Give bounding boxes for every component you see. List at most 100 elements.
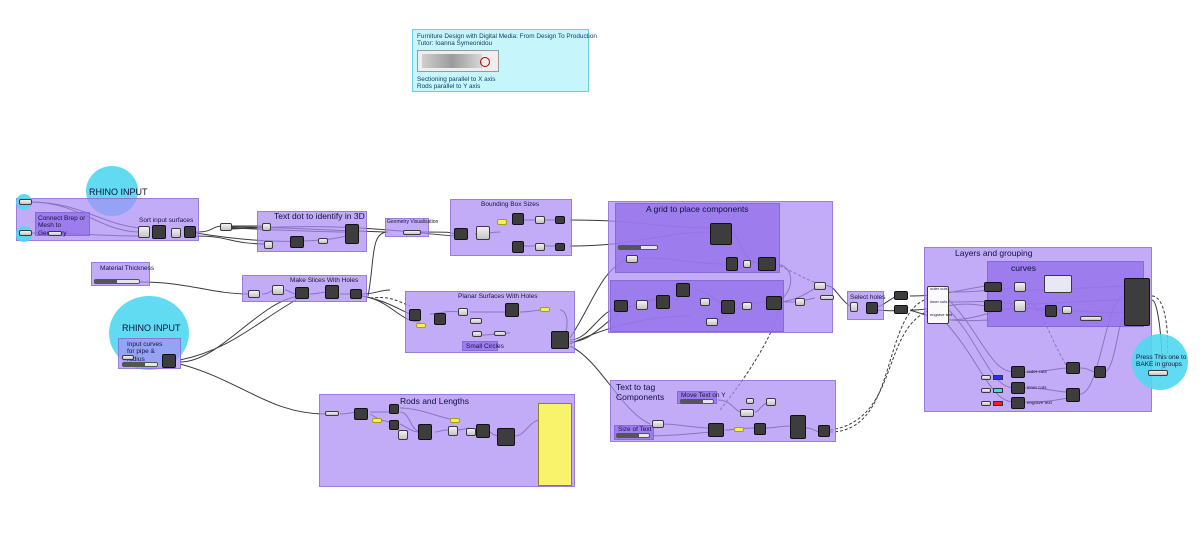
bake-component[interactable] bbox=[1124, 278, 1150, 326]
grid-node-i[interactable] bbox=[676, 283, 690, 297]
slices-node-c[interactable] bbox=[295, 287, 309, 299]
sort-component-b[interactable] bbox=[152, 225, 166, 239]
bbox-panel-a[interactable] bbox=[497, 219, 507, 225]
rods-panel-b[interactable] bbox=[450, 418, 460, 423]
pipe-node[interactable] bbox=[162, 354, 176, 368]
grid-node-p[interactable] bbox=[814, 282, 826, 290]
list-item-node[interactable] bbox=[220, 223, 232, 231]
grid-node-h[interactable] bbox=[656, 295, 670, 309]
swatch-blue[interactable] bbox=[993, 375, 1003, 380]
geometry-vis-param[interactable] bbox=[403, 230, 421, 235]
colour-param-a[interactable] bbox=[981, 375, 991, 380]
curve-param[interactable] bbox=[122, 355, 134, 360]
grid-node-n[interactable] bbox=[766, 296, 782, 310]
planar-node-b[interactable] bbox=[434, 313, 446, 325]
text-dot-component[interactable] bbox=[345, 224, 359, 244]
grid-node-l[interactable] bbox=[706, 318, 718, 326]
move-text-slider[interactable] bbox=[680, 399, 714, 404]
layers-node-e[interactable] bbox=[1045, 305, 1057, 317]
rods-node-b[interactable] bbox=[354, 408, 368, 420]
tag-panel-a[interactable] bbox=[734, 427, 744, 432]
material-thickness-slider[interactable] bbox=[94, 279, 140, 284]
bbox-node-e[interactable] bbox=[535, 216, 545, 224]
text-dot-node-c[interactable] bbox=[290, 236, 304, 248]
layers-note-panel[interactable] bbox=[1044, 275, 1072, 293]
slices-node-d[interactable] bbox=[325, 285, 339, 299]
layers-node-k[interactable] bbox=[1066, 362, 1080, 374]
planar-node-e[interactable] bbox=[505, 303, 519, 317]
grid-node-k[interactable] bbox=[721, 300, 735, 314]
planar-node-c[interactable] bbox=[458, 308, 468, 316]
grid-node-d[interactable] bbox=[743, 260, 751, 268]
bbox-node-f[interactable] bbox=[535, 243, 545, 251]
rods-group[interactable] bbox=[319, 394, 575, 487]
rods-node-d[interactable] bbox=[389, 420, 399, 430]
grid-node-o[interactable] bbox=[795, 298, 805, 306]
tag-node-g[interactable] bbox=[790, 415, 806, 439]
grid-node-f[interactable] bbox=[614, 300, 628, 312]
select-holes-node-a[interactable] bbox=[850, 302, 858, 312]
slices-node-a[interactable] bbox=[248, 290, 260, 298]
layers-node-l[interactable] bbox=[1066, 388, 1080, 402]
small-circles-node-b[interactable] bbox=[494, 331, 506, 336]
rods-node-h[interactable] bbox=[466, 428, 476, 436]
geometry-param[interactable] bbox=[48, 231, 62, 236]
tag-node-h[interactable] bbox=[818, 425, 830, 437]
layers-param-g[interactable] bbox=[1080, 316, 1102, 321]
rods-node-g[interactable] bbox=[448, 426, 458, 436]
grid-node-b[interactable] bbox=[710, 223, 732, 245]
layers-node-j[interactable] bbox=[1011, 397, 1025, 409]
tag-node-c[interactable] bbox=[740, 409, 754, 417]
bbox-node-g[interactable] bbox=[555, 216, 565, 224]
bbox-node-h[interactable] bbox=[555, 243, 565, 251]
select-holes-node-b[interactable] bbox=[866, 302, 878, 314]
layers-node-h[interactable] bbox=[1011, 366, 1025, 378]
planar-panel-b[interactable] bbox=[540, 307, 550, 312]
layers-node-d[interactable] bbox=[1014, 300, 1026, 312]
layers-node-c[interactable] bbox=[1014, 282, 1026, 292]
tag-node-d[interactable] bbox=[746, 398, 754, 404]
grid-node-q[interactable] bbox=[820, 295, 834, 300]
bbox-node-d[interactable] bbox=[512, 241, 524, 253]
grid-node-m[interactable] bbox=[742, 302, 752, 310]
dispatch-node-a[interactable] bbox=[894, 291, 908, 300]
layers-node-f[interactable] bbox=[1062, 306, 1072, 314]
grid-node-j[interactable] bbox=[700, 298, 710, 306]
sort-component-a[interactable] bbox=[138, 226, 150, 238]
size-text-slider[interactable] bbox=[616, 433, 650, 438]
slices-node-e[interactable] bbox=[350, 289, 362, 299]
swatch-red[interactable] bbox=[993, 401, 1003, 406]
rods-panel-a[interactable] bbox=[372, 418, 382, 423]
dispatch-node-b[interactable] bbox=[894, 305, 908, 314]
tag-node-f[interactable] bbox=[754, 423, 766, 435]
text-dot-node-d[interactable] bbox=[318, 238, 328, 244]
grid-node-c[interactable] bbox=[726, 257, 738, 271]
tag-node-b[interactable] bbox=[708, 423, 724, 437]
planar-node-d[interactable] bbox=[470, 318, 482, 324]
sort-component-c[interactable] bbox=[171, 228, 181, 238]
text-dot-node-b[interactable] bbox=[264, 241, 273, 249]
radius-slider[interactable] bbox=[122, 362, 158, 367]
rods-param-a[interactable] bbox=[325, 411, 339, 416]
colour-param-c[interactable] bbox=[981, 401, 991, 406]
swatch-cyan[interactable] bbox=[993, 388, 1003, 393]
bounding-box-group[interactable] bbox=[450, 199, 572, 256]
grid-slider[interactable] bbox=[618, 245, 658, 250]
rods-node-e[interactable] bbox=[398, 430, 408, 440]
grid-node-a[interactable] bbox=[626, 255, 638, 263]
sort-component-d[interactable] bbox=[184, 226, 196, 238]
rods-node-f[interactable] bbox=[418, 424, 432, 440]
rods-node-j[interactable] bbox=[497, 428, 515, 446]
rods-lengths-panel[interactable] bbox=[538, 403, 572, 486]
layer-names-panel[interactable] bbox=[927, 286, 949, 324]
layers-node-a[interactable] bbox=[984, 282, 1002, 292]
layers-node-i[interactable] bbox=[1011, 382, 1025, 394]
brep-param[interactable] bbox=[19, 199, 32, 205]
bake-toggle[interactable] bbox=[1148, 370, 1168, 376]
grid-node-g[interactable] bbox=[636, 300, 648, 310]
slices-node-b[interactable] bbox=[272, 285, 284, 295]
tag-node-e[interactable] bbox=[766, 398, 776, 406]
planar-panel-a[interactable] bbox=[416, 323, 426, 328]
planar-node-f[interactable] bbox=[551, 331, 569, 349]
